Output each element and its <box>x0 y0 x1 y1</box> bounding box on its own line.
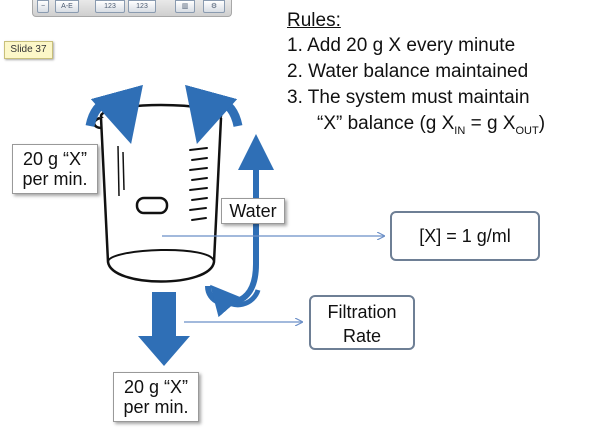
filtration-rate-box: Filtration Rate <box>309 295 415 350</box>
rule-2: 2. Water balance maintained <box>287 61 529 82</box>
gear-icon[interactable]: ⚙ <box>203 0 225 13</box>
filtration-line-2: Rate <box>342 326 382 346</box>
output-rate-label: 20 g “X” per min. <box>113 372 199 422</box>
output-rate-line-2: per min. <box>123 397 189 417</box>
slide-toolbar: − A-E 123 123 ▥ ⚙ <box>32 0 232 17</box>
rule-3-text-b: = g X <box>465 113 516 134</box>
subscript-in: IN <box>454 124 466 137</box>
toolbar-button-a-e[interactable]: A-E <box>55 0 79 13</box>
output-arrow-icon <box>138 292 190 366</box>
subscript-out: OUT <box>515 124 539 137</box>
collapse-icon[interactable]: − <box>37 0 49 13</box>
beaker-icon <box>93 103 223 283</box>
input-arrow-right-icon <box>185 84 243 145</box>
toolbar-button-123-a[interactable]: 123 <box>95 0 125 13</box>
input-arrow-left-icon <box>85 84 143 145</box>
beaker-bottom <box>107 249 215 263</box>
input-rate-line-1: 20 g “X” <box>22 149 88 169</box>
slide-number-tag: Slide 37 <box>4 41 53 59</box>
input-rate-label: 20 g “X” per min. <box>12 144 98 194</box>
toolbar-button-123-b[interactable]: 123 <box>128 0 156 13</box>
grid-icon[interactable]: ▥ <box>175 0 195 13</box>
rule-3-text-c: ) <box>538 113 546 134</box>
rule-3-continued: “X” balance (g XIN = g XOUT) <box>317 113 545 137</box>
graduation-marks <box>189 147 208 221</box>
beaker-shading <box>117 145 125 197</box>
filtration-line-1: Filtration <box>327 302 397 322</box>
output-rate-line-1: 20 g “X” <box>123 377 189 397</box>
rules-heading: Rules: <box>287 10 341 31</box>
concentration-box: [X] = 1 g/ml <box>390 211 540 261</box>
water-label: Water <box>221 198 285 224</box>
rule-1: 1. Add 20 g X every minute <box>287 35 516 56</box>
rule-3-text-a: “X” balance (g X <box>317 113 455 134</box>
rule-3: 3. The system must maintain <box>287 87 530 108</box>
beaker-label-oval <box>135 196 169 215</box>
water-loop-inlet-arrow-icon <box>210 284 261 318</box>
input-rate-line-2: per min. <box>22 169 88 189</box>
